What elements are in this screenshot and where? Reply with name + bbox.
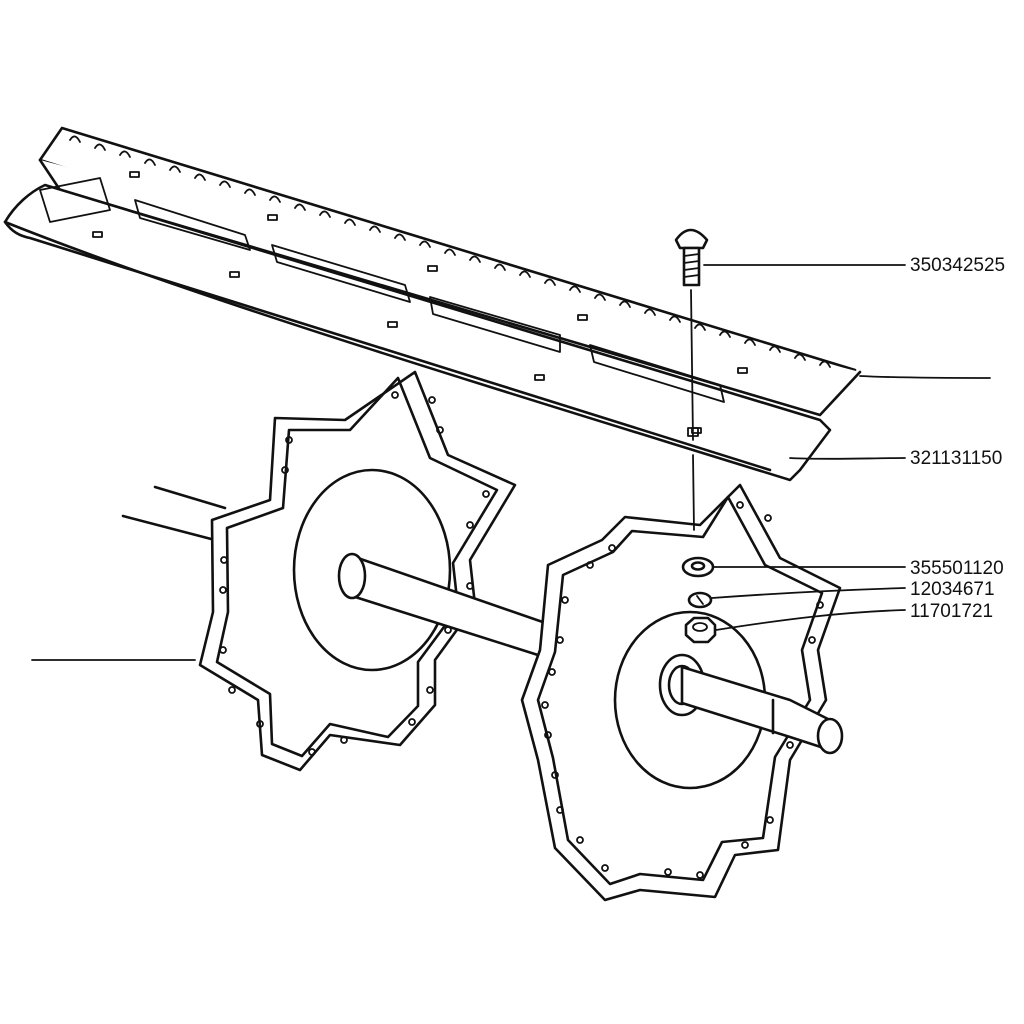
part-number-rasp-bar: 321131150 [910,448,1002,469]
part-number-lock-washer: 12034671 [910,579,995,600]
rasp-bar [3,126,862,482]
carriage-bolt [674,228,709,287]
hex-nut [684,616,717,644]
lock-washer [687,591,713,609]
flat-washer [681,556,715,578]
leader-lines [703,264,991,631]
part-number-flat-washer: 355501120 [910,558,1004,579]
assembly-axis-line [690,289,695,531]
part-number-nut: 11701721 [910,601,993,622]
shaft-right-end [658,653,844,755]
part-number-bolt: 350342525 [910,255,1005,276]
shaft-left-stub [121,485,227,542]
bolt-hole [687,427,699,437]
